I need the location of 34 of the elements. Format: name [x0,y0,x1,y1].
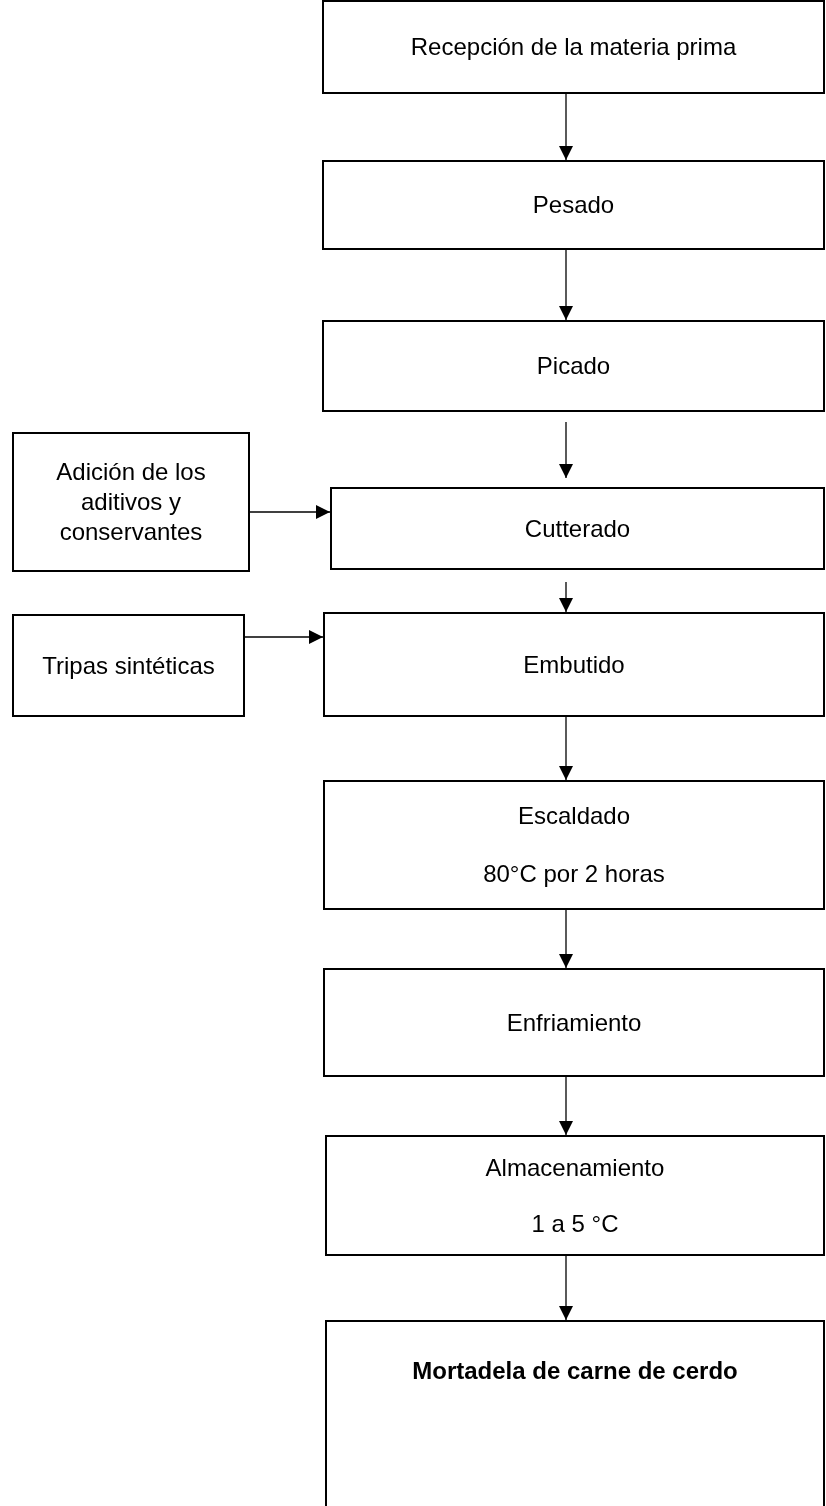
arrow [559,421,573,479]
step-label: Pesado [532,190,615,220]
arrow [559,1255,573,1321]
step-label: Mortadela de carne de cerdo [412,1356,738,1386]
step-label: 80°C por 2 horas [483,859,665,889]
arrow [559,909,573,969]
step-label: Almacenamiento [485,1152,665,1183]
arrow [559,1076,573,1136]
step-label: Enfriamiento [506,1007,642,1038]
step-label: Adición de los aditivos y conservantes [55,457,207,547]
process-box [325,1320,825,1506]
arrow [559,581,573,613]
step-label: 1 a 5 °C [531,1208,619,1239]
process-box [323,968,825,1077]
step-label: Cutterado [524,513,631,544]
process-box [323,612,825,717]
process-box [12,614,245,717]
arrow [559,249,573,321]
process-box [325,1135,825,1256]
process-box [322,0,825,94]
process-box [330,487,825,570]
process-box [322,160,825,250]
arrow [559,716,573,781]
arrow [249,505,331,519]
step-label: Picado [536,351,611,381]
process-box [12,432,250,572]
step-label: Escaldado [517,801,631,831]
arrow [244,630,324,644]
process-box [322,320,825,412]
step-label: Recepción de la materia prima [410,32,737,62]
step-label: Embutido [523,649,625,680]
process-box [323,780,825,910]
arrow [559,93,573,161]
step-label: Tripas sintéticas [42,650,215,681]
